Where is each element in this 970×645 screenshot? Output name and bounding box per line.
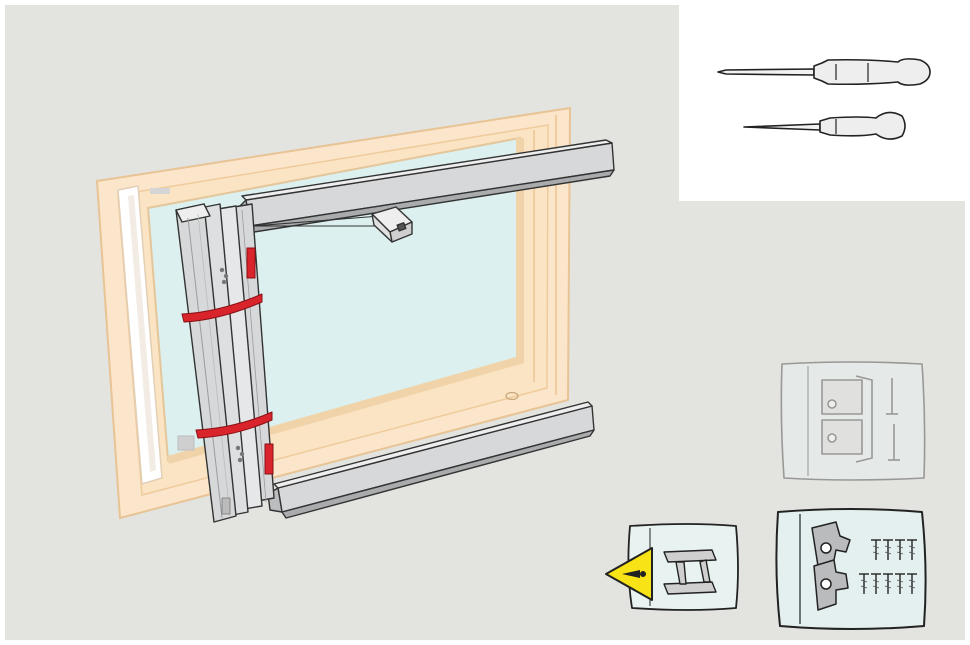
clip-bag-warning-icon — [605, 523, 739, 611]
bracket-screw-bag-icon — [775, 508, 927, 630]
screw-icon — [871, 539, 881, 560]
warning-triangle-icon — [605, 547, 653, 601]
top-guide-profile — [237, 139, 615, 233]
bracket-screw-bag-faded-icon — [780, 361, 926, 481]
bottom-guide-profile — [267, 401, 595, 519]
pleated-blind-package — [175, 203, 275, 523]
phillips-screwdriver-icon — [717, 58, 931, 86]
tools-panel — [679, 5, 965, 201]
cable-connector-icon — [371, 206, 413, 243]
awl-icon — [743, 111, 906, 140]
